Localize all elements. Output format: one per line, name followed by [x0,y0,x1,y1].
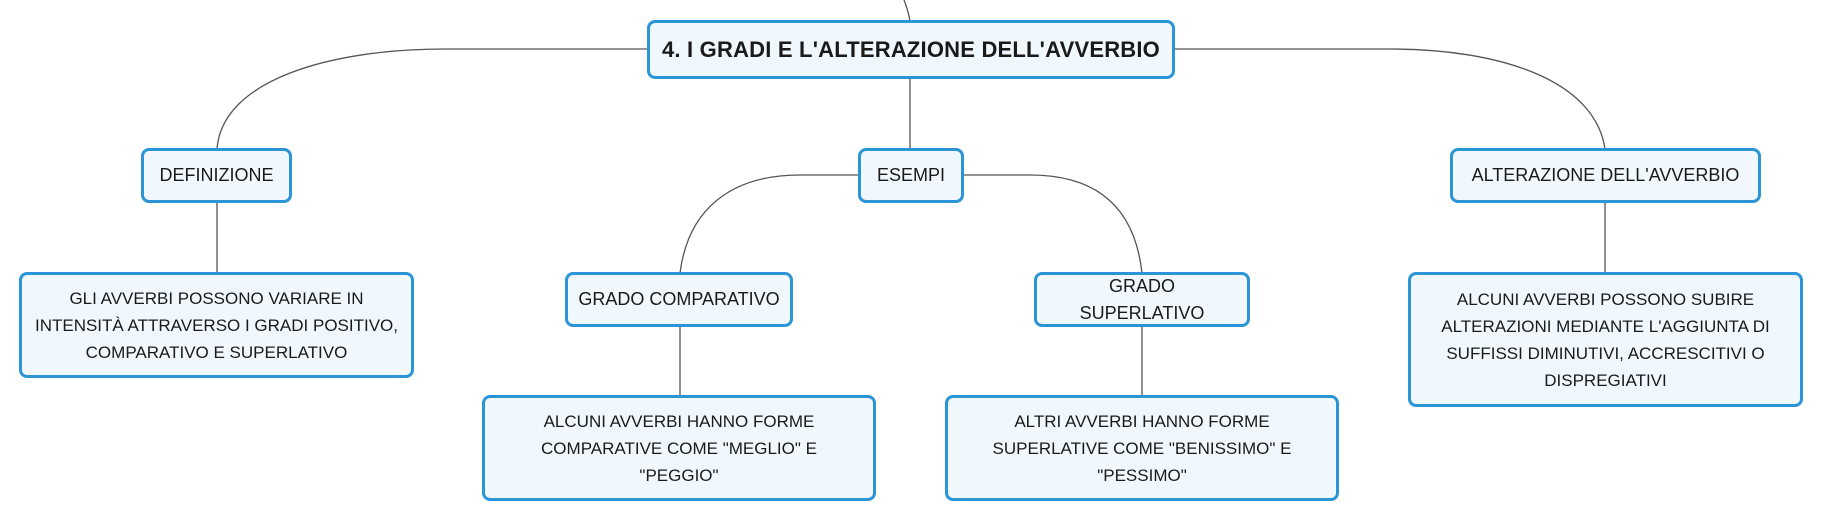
root-topic-label: 4. I GRADI E L'ALTERAZIONE DELL'AVVERBIO [661,37,1160,62]
topic-alterazione[interactable]: ALTERAZIONE DELL'AVVERBIO [1450,148,1761,203]
topic-definizione-detail-text: GLI AVVERBI POSSONO VARIARE IN INTENSITÀ… [34,288,399,362]
topic-comparativo-detail[interactable]: ALCUNI AVVERBI HANNO FORME COMPARATIVE C… [482,395,876,501]
topic-grado-superlativo[interactable]: GRADO SUPERLATIVO [1034,272,1250,327]
root-topic[interactable]: 4. I GRADI E L'ALTERAZIONE DELL'AVVERBIO [647,20,1175,79]
topic-definizione-detail[interactable]: GLI AVVERBI POSSONO VARIARE IN INTENSITÀ… [19,272,414,378]
connector-esempi-to-comparativo [679,174,858,274]
connector-root-to-definizione [216,48,647,150]
connector-root-to-alterazione [1175,48,1606,150]
topic-comparativo-detail-text: ALCUNI AVVERBI HANNO FORME COMPARATIVE C… [541,411,817,485]
topic-superlativo-detail[interactable]: ALTRI AVVERBI HANNO FORME SUPERLATIVE CO… [945,395,1339,501]
topic-definizione-label: DEFINIZIONE [159,165,274,185]
topic-superlativo-detail-text: ALTRI AVVERBI HANNO FORME SUPERLATIVE CO… [992,411,1292,485]
topic-grado-comparativo[interactable]: GRADO COMPARATIVO [565,272,793,327]
topic-alterazione-detail[interactable]: ALCUNI AVVERBI POSSONO SUBIRE ALTERAZION… [1408,272,1803,407]
topic-esempi-label: ESEMPI [876,165,946,185]
topic-grado-comparativo-label: GRADO COMPARATIVO [578,289,780,309]
topic-grado-superlativo-label: GRADO SUPERLATIVO [1079,275,1205,323]
topic-definizione[interactable]: DEFINIZIONE [141,148,292,203]
topic-alterazione-detail-text: ALCUNI AVVERBI POSSONO SUBIRE ALTERAZION… [1441,289,1770,390]
topic-esempi[interactable]: ESEMPI [858,148,964,203]
topic-alterazione-label: ALTERAZIONE DELL'AVVERBIO [1471,165,1740,185]
connector-parent-to-root [903,0,911,22]
connector-esempi-to-superlativo [962,174,1143,274]
